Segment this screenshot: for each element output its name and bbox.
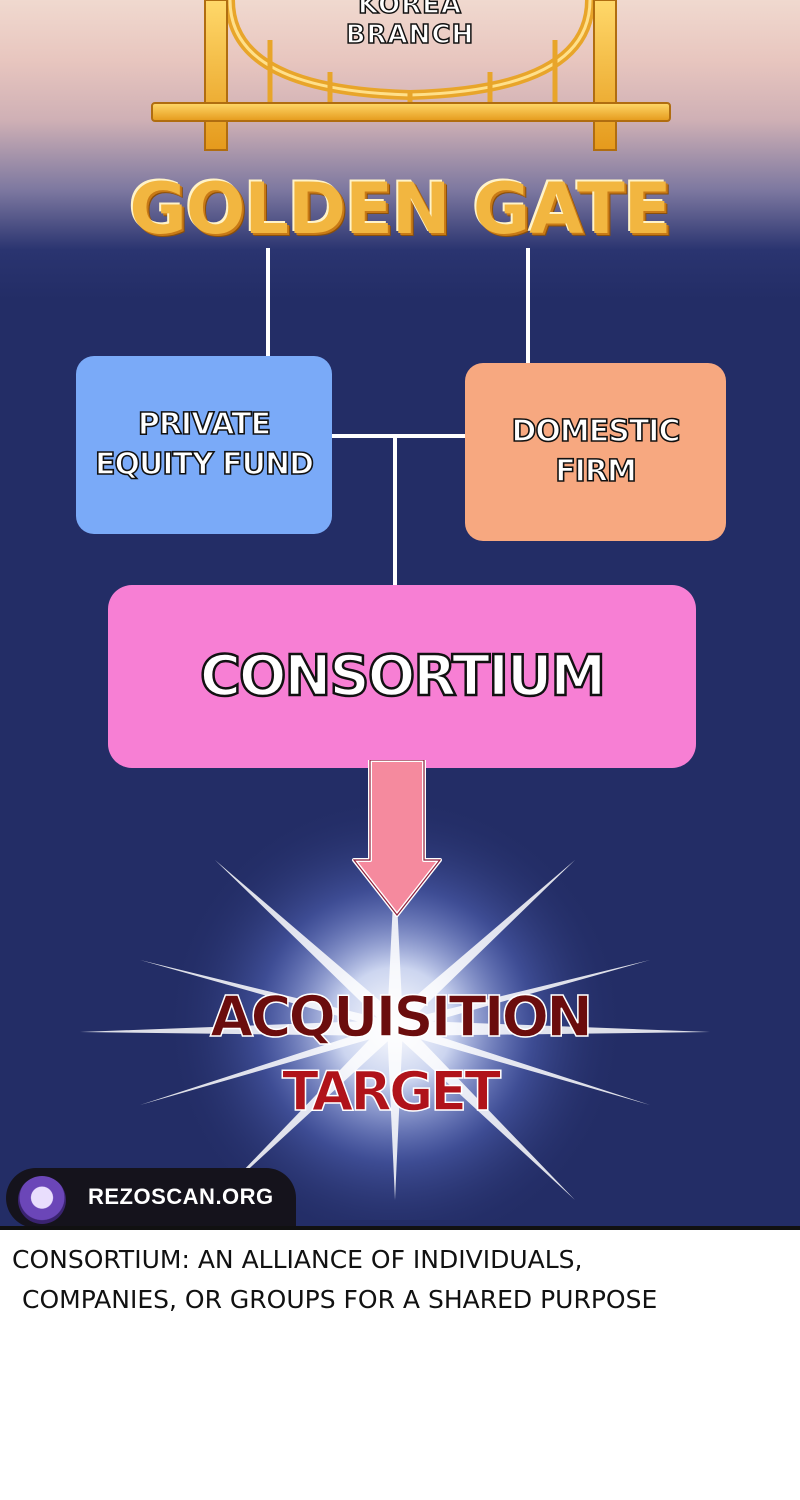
private-equity-fund-box: PRIVATE EQUITY FUND xyxy=(76,356,332,534)
consortium-box: CONSORTIUM xyxy=(108,585,696,768)
connector-to-consortium xyxy=(393,434,397,586)
private-equity-fund-label: PRIVATE EQUITY FUND xyxy=(94,406,315,483)
watermark-text: REZOSCAN.ORG xyxy=(88,1184,274,1209)
acquisition-label: ACQUISITION xyxy=(209,984,594,1051)
branch-label: KOREA BRANCH xyxy=(345,0,475,51)
caption-line-2: COMPANIES, OR GROUPS FOR A SHARED PURPOS… xyxy=(22,1285,658,1314)
company-title: GOLDEN GATE xyxy=(129,168,671,250)
watermark-badge[interactable]: REZOSCAN.ORG xyxy=(6,1168,296,1228)
caption-line-1: CONSORTIUM: AN ALLIANCE OF INDIVIDUALS, xyxy=(12,1245,583,1274)
connector-horizontal xyxy=(332,434,466,438)
connector-golden-to-pef xyxy=(266,248,270,358)
golden-gate-bridge-icon xyxy=(151,0,671,151)
target-label: TARGET xyxy=(281,1059,502,1124)
domestic-firm-label: DOMESTIC FIRM xyxy=(511,413,682,490)
panel-divider xyxy=(0,1226,800,1230)
starburst-glow xyxy=(80,760,710,1220)
connector-golden-to-dom xyxy=(526,248,530,365)
wolf-logo-icon xyxy=(18,1176,66,1224)
domestic-firm-box: DOMESTIC FIRM xyxy=(465,363,726,541)
consortium-label: CONSORTIUM xyxy=(199,643,608,711)
caption-note: CONSORTIUM: AN ALLIANCE OF INDIVIDUALS, … xyxy=(12,1240,772,1320)
down-arrow-icon xyxy=(352,760,442,917)
